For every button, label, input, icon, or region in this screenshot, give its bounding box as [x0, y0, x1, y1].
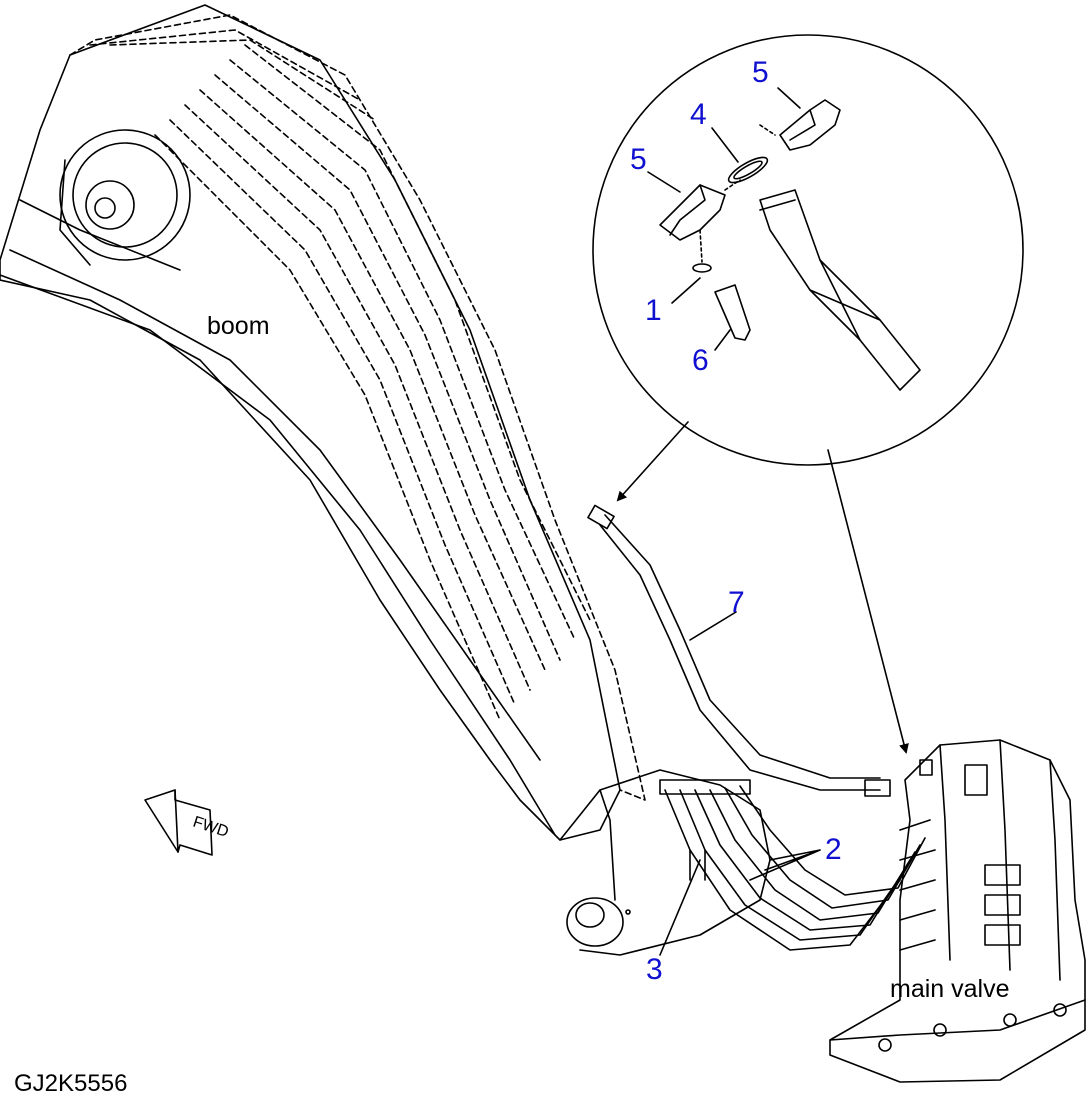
main-valve-drawing — [829, 739, 1086, 1083]
hose-bundle — [587, 504, 926, 951]
callout-4: 4 — [690, 98, 707, 131]
callout-5-lower: 5 — [630, 143, 647, 176]
callout-7: 7 — [728, 586, 745, 619]
detail-parts — [659, 99, 921, 391]
boom-drawing — [0, 4, 771, 956]
leader-lines — [647, 87, 821, 956]
pointer-arrows — [616, 421, 909, 754]
drawing-id: GJ2K5556 — [14, 1070, 128, 1097]
detail-view-circle — [592, 34, 1024, 466]
callout-5-upper: 5 — [752, 56, 769, 89]
boom-label: boom — [207, 312, 270, 340]
callout-1: 1 — [645, 294, 662, 327]
main-valve-label: main valve — [890, 975, 1010, 1003]
fwd-arrow — [144, 789, 213, 856]
callout-2: 2 — [825, 833, 842, 866]
callout-3: 3 — [646, 953, 663, 986]
callout-6: 6 — [692, 344, 709, 377]
